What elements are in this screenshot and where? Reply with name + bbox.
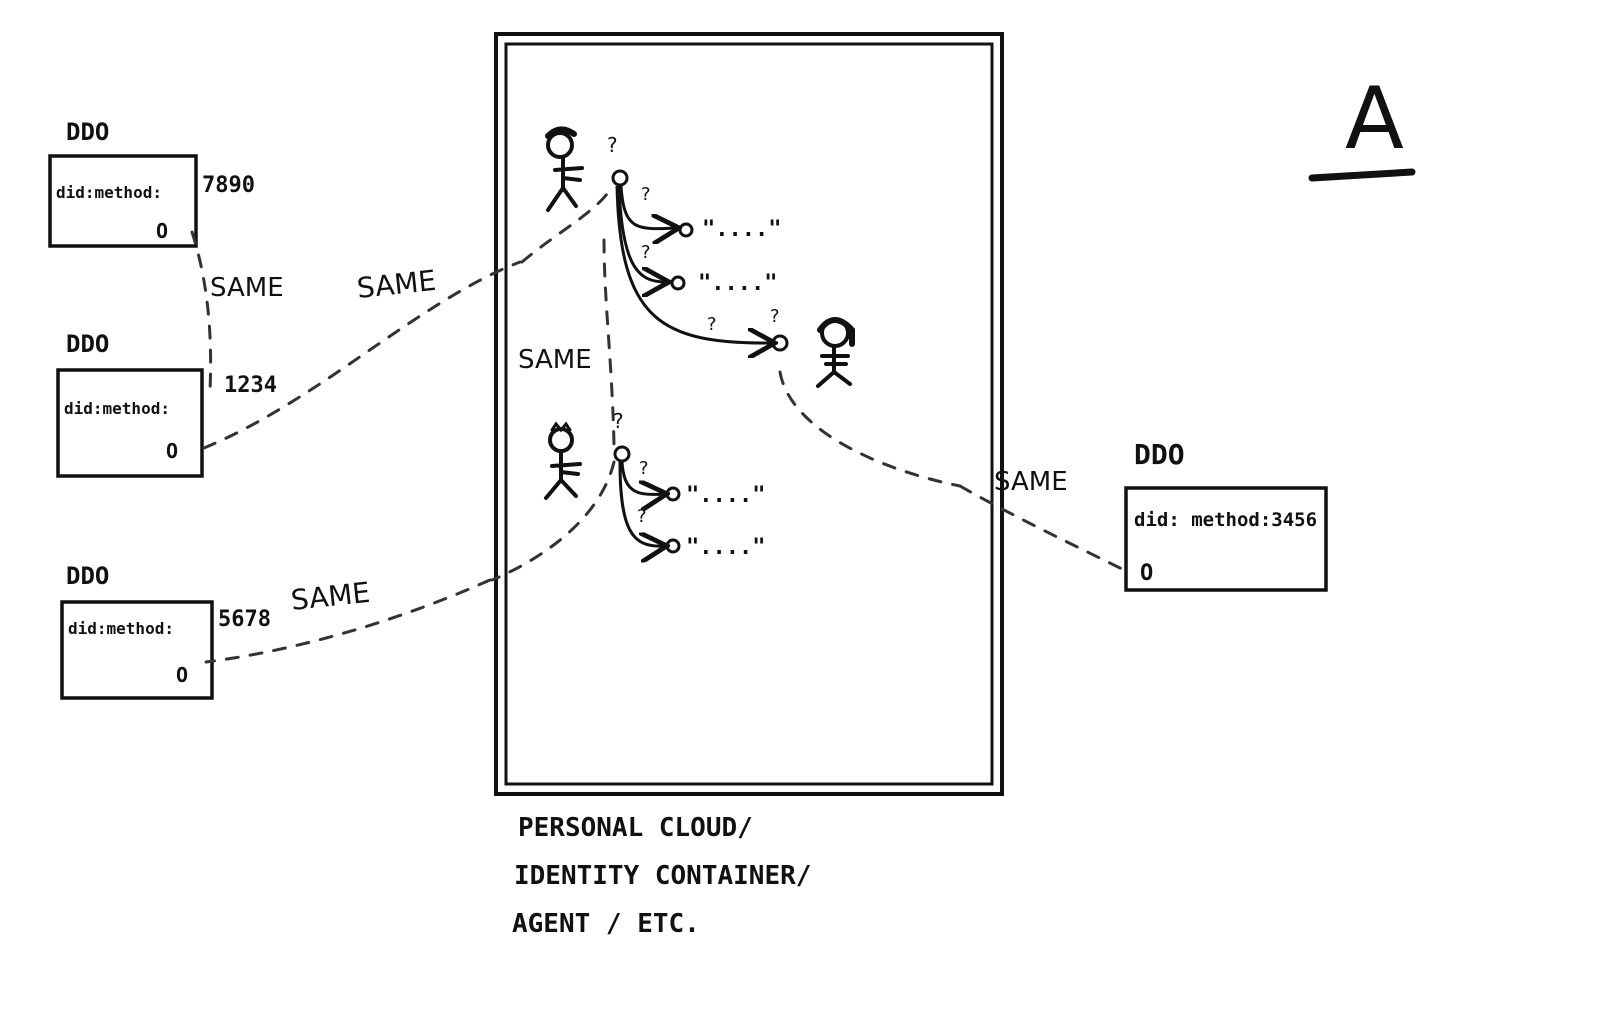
- node-value: [665, 486, 681, 502]
- question-mark: ?: [641, 242, 651, 263]
- container-caption: PERSONAL CLOUD/ IDENTITY CONTAINER/ AGEN…: [512, 813, 811, 939]
- ddo-did: did: method:3456: [1134, 509, 1317, 531]
- value-placeholders: "...." "...." "...." "....": [686, 217, 781, 560]
- ddo-card-left-top: DDO did:method: 7890 O: [48, 118, 255, 248]
- ddo-did: did:method:: [68, 619, 174, 638]
- question-mark: ?: [613, 409, 624, 433]
- person-icon-right: [816, 317, 855, 388]
- arrow: [619, 185, 676, 229]
- person-icon-bottom: [544, 421, 582, 500]
- question-mark: ?: [770, 306, 780, 327]
- ddo-title: DDO: [1134, 438, 1185, 471]
- identity-container: [494, 32, 1004, 796]
- ddo-did-suffix: 5678: [218, 607, 271, 632]
- question-mark: ?: [641, 184, 651, 205]
- same-label: SAME: [355, 264, 437, 305]
- question-mark: ?: [607, 133, 618, 157]
- ddo-card-left-middle: DDO did:method: 1234 O: [56, 330, 277, 478]
- corner-label-group: A: [1308, 69, 1416, 182]
- dashed-link-ddo-top-to-middle: [190, 230, 213, 392]
- ddo-did: did:method:: [56, 183, 162, 202]
- dashed-link-container-to-top-node: [520, 184, 614, 264]
- ddo-title: DDO: [66, 118, 109, 146]
- ddo-box: [56, 368, 204, 478]
- ddo-box: [48, 154, 198, 248]
- container-outer-frame: [494, 32, 1004, 796]
- dashed-link-ddo-middle-to-container: [202, 260, 522, 450]
- ddo-title: DDO: [66, 562, 109, 590]
- same-labels: SAME SAME SAME SAME SAME: [210, 264, 1068, 617]
- caption-line-2: IDENTITY CONTAINER/: [514, 861, 811, 891]
- same-label: SAME: [289, 576, 371, 617]
- caption-line-3: AGENT / ETC.: [512, 909, 700, 939]
- question-mark: ?: [707, 314, 717, 335]
- node-person-right: [771, 334, 789, 352]
- ddo-endpoint: O: [176, 663, 188, 687]
- ddo-card-right: DDO did: method:3456 O: [1124, 438, 1328, 592]
- question-mark: ?: [637, 506, 647, 527]
- corner-letter-underline: [1308, 168, 1416, 182]
- dashed-link-container-to-ddo-right: [958, 484, 1126, 572]
- ddo-did: did:method:: [64, 399, 170, 418]
- dashed-link-top-node-to-bottom-node: [602, 238, 616, 446]
- ddo-endpoint: O: [1140, 561, 1153, 586]
- arrow: [618, 461, 664, 546]
- unknown-marks: ? ? ? ? ? ? ? ?: [607, 133, 780, 527]
- dashed-link-bottom-node-to-container: [490, 460, 616, 582]
- node-top-subject: [611, 169, 629, 187]
- same-label: SAME: [518, 345, 592, 375]
- arrow: [617, 185, 666, 282]
- arrow: [615, 185, 772, 343]
- dashed-link-container-to-ddo-bottom: [204, 578, 492, 664]
- ddo-title: DDO: [66, 330, 109, 358]
- same-links: [190, 184, 1126, 664]
- ddo-box: [60, 600, 214, 700]
- ddo-card-left-bottom: DDO did:method: 5678 O: [60, 562, 271, 700]
- value-placeholder: "....": [686, 483, 765, 508]
- ddo-box: [1124, 486, 1328, 592]
- node-value: [665, 538, 681, 554]
- corner-letter: A: [1345, 69, 1404, 169]
- same-label: SAME: [210, 273, 284, 303]
- ddo-endpoint: O: [156, 219, 168, 243]
- identifier-graph: [611, 169, 789, 554]
- same-label: SAME: [994, 467, 1068, 497]
- value-placeholder: "....": [698, 271, 777, 296]
- value-placeholder: "....": [702, 217, 781, 242]
- node-value: [670, 275, 686, 291]
- question-mark: ?: [639, 458, 649, 479]
- node-bottom-subject: [613, 445, 631, 463]
- person-icon-top: [545, 126, 584, 212]
- node-value: [678, 222, 694, 238]
- arrow: [620, 461, 664, 494]
- ddo-did-suffix: 7890: [202, 173, 255, 198]
- ddo-did-suffix: 1234: [224, 373, 277, 398]
- ddo-endpoint: O: [166, 439, 178, 463]
- caption-line-1: PERSONAL CLOUD/: [518, 813, 753, 843]
- dashed-link-person-to-container: [778, 370, 962, 488]
- container-inner-frame: [504, 42, 994, 786]
- value-placeholder: "....": [686, 535, 765, 560]
